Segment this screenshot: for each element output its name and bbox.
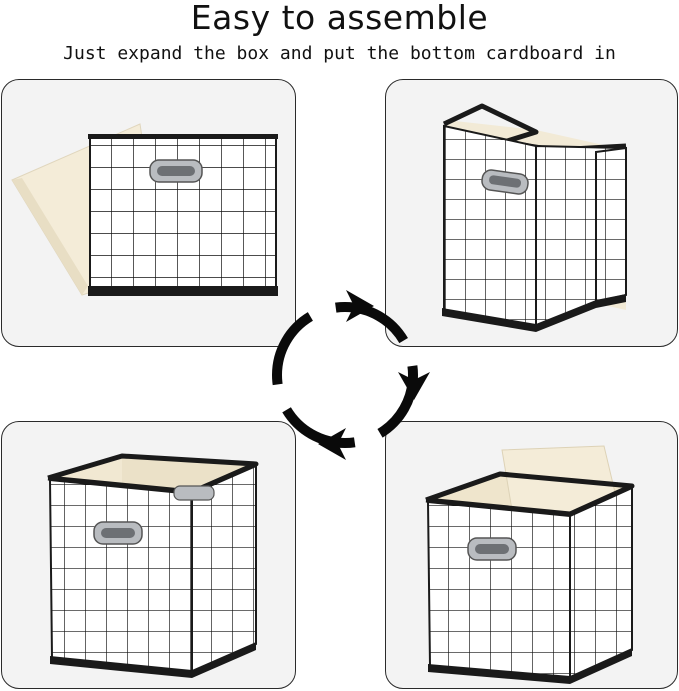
step-1-panel [1,79,296,347]
half-expanded-box-icon [442,103,627,332]
page-subtitle: Just expand the box and put the bottom c… [63,43,616,64]
arrow-down-icon [398,372,430,400]
step-3-panel [1,421,296,689]
step-2-panel [385,79,678,347]
expanded-box-icon [47,453,259,678]
arrow-left-icon [318,428,346,460]
folded-box-with-cardboard-icon [11,123,278,296]
arrow-right-icon [346,290,374,322]
page-title: Easy to assemble [190,0,489,37]
box-with-bottom-board-icon [425,445,635,684]
cycle-arrows-icon [272,290,430,460]
step-4-panel [385,421,678,689]
